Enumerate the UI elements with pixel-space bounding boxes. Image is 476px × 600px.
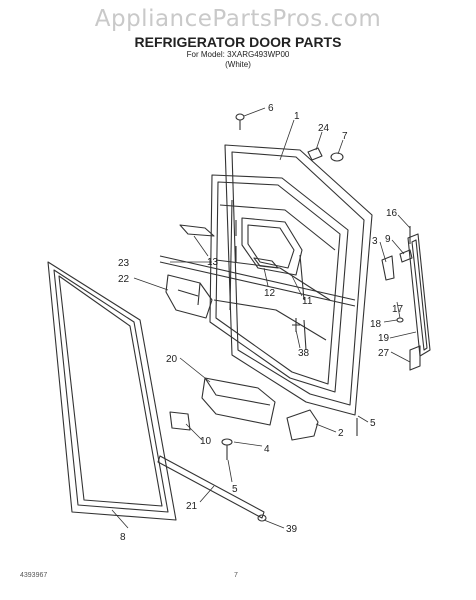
model-line: For Model: 3XARG493WP00 (186, 50, 290, 59)
door-outer-panel (224, 144, 373, 416)
callout-4: 4 (264, 444, 270, 455)
bin-20 (201, 377, 276, 426)
hardware-parts (221, 113, 413, 522)
callout-27: 27 (378, 348, 390, 359)
support-10 (169, 411, 191, 431)
callout-24: 24 (318, 123, 330, 134)
bracket-2 (286, 409, 319, 441)
callout-9: 9 (385, 234, 391, 245)
leader-lines (111, 107, 417, 529)
page-number: 7 (234, 572, 238, 579)
callout-1: 1 (294, 111, 300, 122)
callout-38: 38 (298, 348, 310, 359)
model-info: For Model: 3XARG493WP00 (White) (0, 50, 476, 70)
watermark-logo: AppliancePartsPros.com (94, 6, 382, 32)
callout-19: 19 (378, 333, 390, 344)
callout-labels: 6 1 24 7 16 3 9 23 13 22 12 11 17 18 19 … (118, 103, 404, 543)
callout-21: 21 (186, 501, 198, 512)
bin-22 (165, 274, 213, 319)
cover-13 (179, 224, 215, 237)
callout-6: 6 (268, 103, 274, 114)
callout-13: 13 (207, 257, 219, 268)
door-handle (407, 233, 431, 371)
callout-18: 18 (370, 319, 382, 330)
color-line: (White) (225, 60, 251, 69)
callout-12: 12 (264, 288, 276, 299)
dispenser-12 (253, 257, 279, 269)
callout-7: 7 (342, 131, 348, 142)
door-gasket (47, 261, 177, 521)
callout-17: 17 (392, 304, 404, 315)
trim-strip (159, 255, 356, 307)
callout-23: 23 (118, 258, 130, 269)
callout-8: 8 (120, 532, 126, 543)
callout-5b: 5 (232, 484, 238, 495)
callout-39: 39 (286, 524, 298, 535)
callout-22: 22 (118, 274, 130, 285)
page-title: REFRIGERATOR DOOR PARTS (134, 34, 342, 50)
callout-16: 16 (386, 208, 398, 219)
trim-21 (157, 455, 265, 519)
callout-20: 20 (166, 354, 178, 365)
door-liner (209, 174, 349, 393)
callout-5a: 5 (370, 418, 376, 429)
callout-3: 3 (372, 236, 378, 247)
callout-10: 10 (200, 436, 212, 447)
callout-2: 2 (338, 428, 344, 439)
callout-11: 11 (302, 296, 313, 307)
document-number: 4393967 (20, 572, 48, 579)
